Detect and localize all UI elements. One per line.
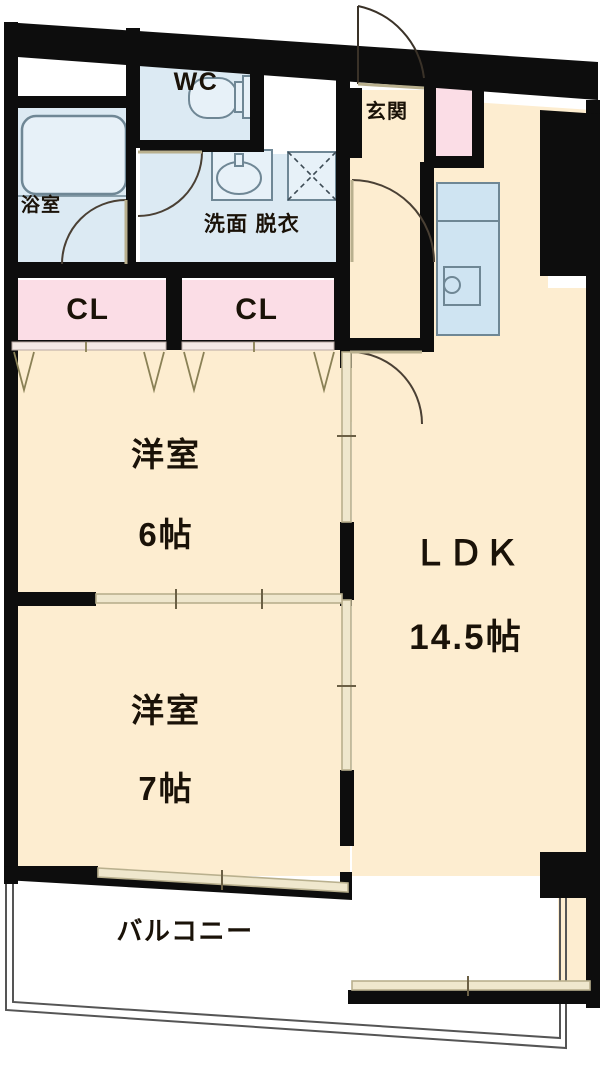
toilet-bowl (188, 75, 255, 119)
sliding-door-ldk-bedroom7 (337, 599, 356, 771)
room-label-entrance: 玄関 (365, 101, 409, 123)
room-area-bedroom6: 6帖 (138, 516, 194, 553)
closet-right-floor (180, 280, 334, 342)
vanity-sink (211, 149, 273, 201)
sliding-door-ldk-bedroom6 (337, 351, 356, 523)
room-label-closet-left: CL (66, 293, 110, 326)
room-label-balcony: バルコニー (116, 916, 254, 946)
closet-folding-doors (11, 341, 335, 394)
room-label-closet-right: CL (235, 293, 279, 326)
room-label-ldk: ＬＤＫ (412, 534, 520, 573)
room-area-bedroom7: 7帖 (138, 770, 194, 807)
washroom-door-swing (137, 150, 203, 217)
hall-door-upper-swing (350, 179, 435, 263)
entrance-door-swing (357, 5, 425, 90)
room-area-ldk: 14.5帖 (409, 618, 523, 657)
walls (4, 22, 600, 1008)
closet-left-floor (12, 280, 166, 342)
balcony-window-bedroom7 (97, 867, 349, 893)
bedroom6-floor (12, 348, 350, 600)
bath-door-swing (61, 199, 128, 265)
bedroom7-floor (12, 600, 350, 886)
bathtub (12, 114, 134, 197)
sliding-door-between-bedrooms (95, 589, 343, 609)
room-label-bedroom7: 洋室 (131, 692, 201, 729)
hall-door-lower-swing (349, 350, 423, 425)
balcony-window-ldk (351, 976, 591, 996)
balcony-outline (5, 872, 567, 1050)
room-label-bathroom: 浴室 (20, 195, 62, 216)
room-label-bedroom6: 洋室 (131, 436, 201, 473)
shoe-closet-floor (432, 78, 472, 162)
washing-machine-space (287, 151, 337, 201)
room-label-washroom: 洗面 脱衣 (203, 213, 301, 236)
swing-doors (61, 5, 435, 425)
sliding-doors (95, 351, 591, 996)
room-label-wc: WC (173, 68, 219, 96)
kitchen-sink-counter (436, 182, 500, 336)
